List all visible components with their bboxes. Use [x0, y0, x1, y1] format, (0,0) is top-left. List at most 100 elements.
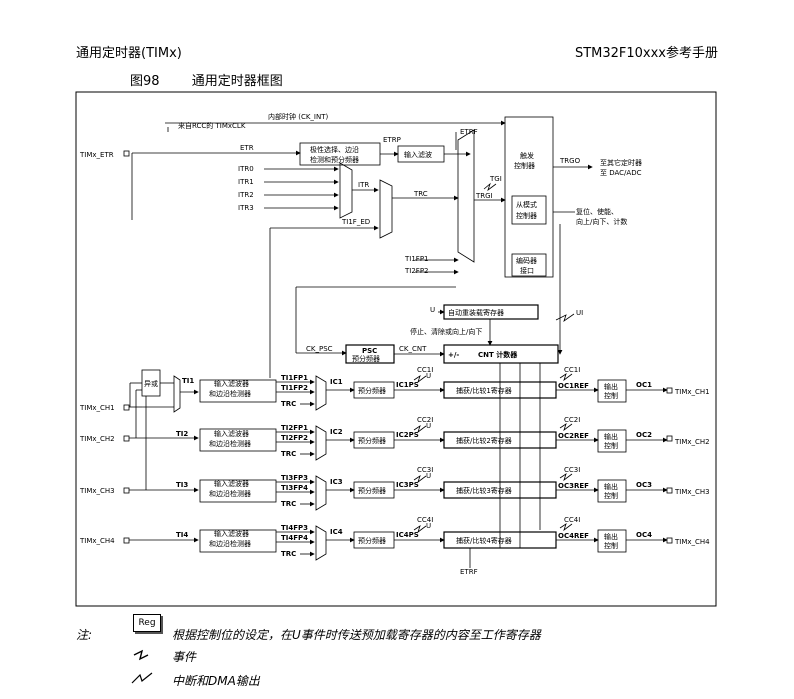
ic-mux-ch1 [315, 375, 327, 411]
output-control-ch4 [597, 529, 627, 553]
label-ti1fp1: TI1FP1 [404, 255, 429, 263]
pin-timx-ch3 [123, 487, 130, 494]
label-trgo: TRGO [559, 157, 581, 165]
diagram-frame [75, 91, 717, 607]
icps-label-ch3: IC3PS [396, 481, 419, 489]
trigger-line2: 控制器 [514, 161, 535, 170]
figure-number: 图98 [130, 74, 160, 89]
icps-label-ch2: IC2PS [396, 431, 419, 439]
label-ti2: TI2 [176, 430, 188, 438]
label-timx-etr: TIMx_ETR [79, 151, 114, 159]
output-control-ch2 [597, 429, 627, 453]
cap-label-ch3: 捕获/比较3寄存器 [456, 486, 512, 495]
reg-symbol: Reg [133, 614, 161, 632]
label-ti1: TI1 [182, 377, 194, 385]
figure-title: 通用定时器框图 [191, 74, 283, 89]
fp-b-ch1: TI1FP2 [281, 384, 308, 392]
psc-line1: PSC [362, 347, 377, 355]
out-line1-ch4: 输出 [604, 532, 618, 541]
out-pin-label-ch4: TIMx_CH4 [674, 538, 710, 546]
ic-label-ch1: IC1 [330, 378, 343, 386]
ic-prescaler-label-ch1: 预分频器 [358, 386, 386, 395]
label-itr0: ITR0 [238, 165, 254, 173]
cci-out-label-ch4: CC4I [564, 516, 580, 524]
cci-out-label-ch2: CC2I [564, 416, 580, 424]
input-filter-edge-detector-2 [199, 428, 277, 452]
filter-line1-ch4: 输入滤波器 [214, 529, 249, 538]
note-symbols [131, 649, 153, 684]
pin-out-ch2 [666, 435, 673, 442]
cci-in-label-ch2: CC2I [417, 416, 433, 424]
output-control-ch3 [597, 479, 627, 503]
label-etr: ETR [240, 144, 254, 152]
input-filter-edge-detector-3 [199, 479, 277, 503]
ic-prescaler-label-ch2: 预分频器 [358, 436, 386, 445]
xor-mux [173, 375, 181, 413]
label-ui: UI [576, 309, 583, 317]
input-filter-label: 输入滤波 [404, 150, 432, 159]
input-filter-edge-detector-1 [199, 379, 277, 403]
encoder-line1: 编码器 [516, 256, 537, 265]
header-section-title: 通用定时器(TIMx) [76, 46, 182, 61]
filter-line2-ch3: 和边沿检测器 [209, 489, 251, 498]
event-note-text: 事件 [172, 650, 197, 664]
ic-mux-ch2 [315, 425, 327, 461]
filter-line1-ch1: 输入滤波器 [214, 379, 249, 388]
trc-ch3: TRC [281, 500, 296, 508]
out-pin-label-ch1: TIMx_CH1 [674, 388, 710, 396]
label-trc: TRC [413, 190, 428, 198]
trc-mux [379, 179, 393, 239]
out-line1-ch2: 输出 [604, 432, 618, 441]
label-ti2fp2: TI2FP2 [404, 267, 429, 275]
fp-a-ch1: TI1FP1 [281, 374, 308, 382]
cap-label-ch1: 捕获/比较1寄存器 [456, 386, 512, 395]
pin-out-ch3 [666, 487, 673, 494]
fp-a-ch3: TI3FP3 [281, 474, 308, 482]
icps-label-ch1: IC1PS [396, 381, 419, 389]
figure-caption: 图98 通用定时器框图 [130, 70, 283, 89]
label-itr3: ITR3 [238, 204, 254, 212]
label-ck-psc: CK_PSC [306, 345, 333, 353]
label-ch4: TIMx_CH4 [79, 537, 115, 545]
encoder-interface-box [511, 253, 547, 277]
encoder-line2: 接口 [520, 266, 534, 275]
out-line2-ch2: 控制 [604, 441, 618, 450]
ic-mux-ch3 [315, 475, 327, 511]
trigger-mux [457, 129, 475, 263]
output-control-ch1 [597, 379, 627, 403]
filter-line1-ch2: 输入滤波器 [214, 429, 249, 438]
xor-label: 异或 [144, 379, 158, 388]
stop-clear-label: 停止、清除或向上/向下 [410, 327, 482, 336]
filter-line2-ch1: 和边沿检测器 [209, 389, 251, 398]
input-filter-edge-detector-4 [199, 529, 277, 553]
label-rcc: 来自RCC的 TIMxCLK [178, 121, 246, 130]
fp-a-ch2: TI2FP1 [281, 424, 308, 432]
label-ti3: TI3 [176, 481, 188, 489]
label-ch1: TIMx_CH1 [79, 404, 115, 412]
fp-b-ch3: TI3FP4 [281, 484, 308, 492]
filter-line2-ch2: 和边沿检测器 [209, 439, 251, 448]
itr-mux [339, 162, 353, 219]
trc-ch4: TRC [281, 550, 296, 558]
pin-timx-ch1 [123, 404, 130, 411]
cci-in-label-ch4: CC4I [417, 516, 433, 524]
label-ck-cnt: CK_CNT [399, 345, 427, 353]
out-line2-ch3: 控制 [604, 491, 618, 500]
filter-line1-ch3: 输入滤波器 [214, 479, 249, 488]
pin-timx-etr [123, 150, 130, 157]
label-ti1f-ed: TI1F_ED [341, 218, 370, 226]
label-ti4: TI4 [176, 531, 188, 539]
ic-label-ch4: IC4 [330, 528, 343, 536]
icps-label-ch4: IC4PS [396, 531, 419, 539]
filter-line2-ch4: 和边沿检测器 [209, 539, 251, 548]
header-doc-title: STM32F10xxx参考手册 [574, 46, 718, 61]
label-u-reload: U [430, 306, 435, 314]
pin-timx-ch2 [123, 435, 130, 442]
pin-out-ch4 [666, 537, 673, 544]
ocref-label-ch1: OC1REF [558, 382, 589, 390]
label-itr1: ITR1 [238, 178, 254, 186]
trc-ch1: TRC [281, 400, 296, 408]
cci-in-label-ch3: CC3I [417, 466, 433, 474]
fp-b-ch4: TI4FP4 [281, 534, 308, 542]
label-tgi: TGI [489, 175, 502, 183]
